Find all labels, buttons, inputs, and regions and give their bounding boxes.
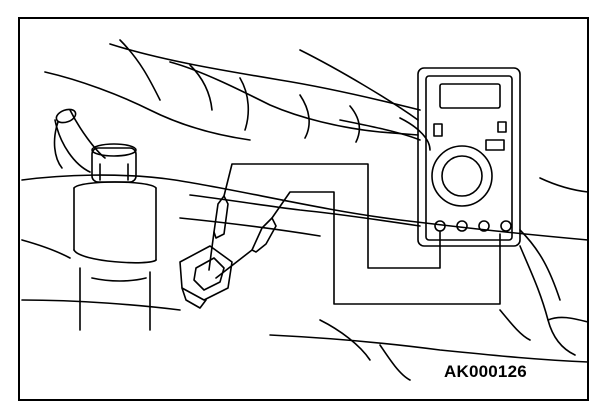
test-probe-red xyxy=(208,163,441,271)
engine-background xyxy=(21,39,589,381)
injector-connector xyxy=(179,245,233,309)
figure-code-label: AK000126 xyxy=(444,362,527,381)
injector-body xyxy=(73,143,157,331)
hand-holding-meter xyxy=(299,49,431,151)
multimeter-icon xyxy=(417,67,521,247)
test-probe-black xyxy=(215,191,501,305)
hose-connector xyxy=(53,108,106,173)
hand-lower xyxy=(499,245,589,356)
figure-frame xyxy=(18,17,589,401)
